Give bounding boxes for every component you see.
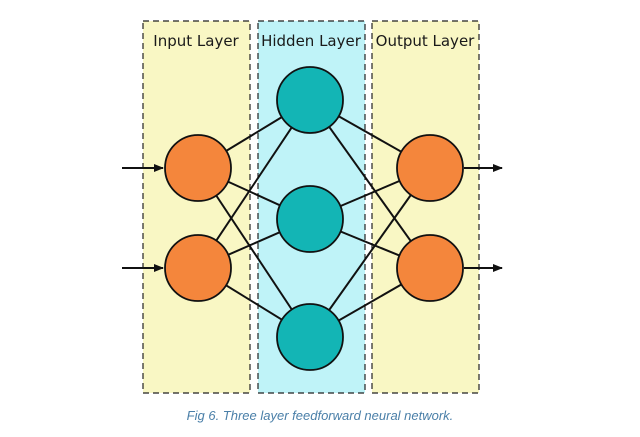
output-node-1 [396, 134, 464, 202]
edge-h1-o2 [309, 99, 431, 269]
hidden-node-1 [276, 66, 344, 134]
input-node-1 [164, 134, 232, 202]
hidden-node-3 [276, 303, 344, 371]
input-layer-box [142, 20, 251, 394]
neural-network-diagram: Input Layer Hidden Layer Output Layer [122, 20, 503, 394]
hidden-node-2 [276, 185, 344, 253]
output-layer-box [371, 20, 480, 394]
output-node-2 [396, 234, 464, 302]
output-layer-title: Output Layer [376, 32, 476, 50]
figure-caption: Fig 6. Three layer feedforward neural ne… [186, 408, 454, 423]
hidden-layer-title: Hidden Layer [261, 32, 362, 50]
input-layer-title: Input Layer [153, 32, 239, 50]
edge-h3-o1 [309, 167, 431, 338]
input-node-2 [164, 234, 232, 302]
